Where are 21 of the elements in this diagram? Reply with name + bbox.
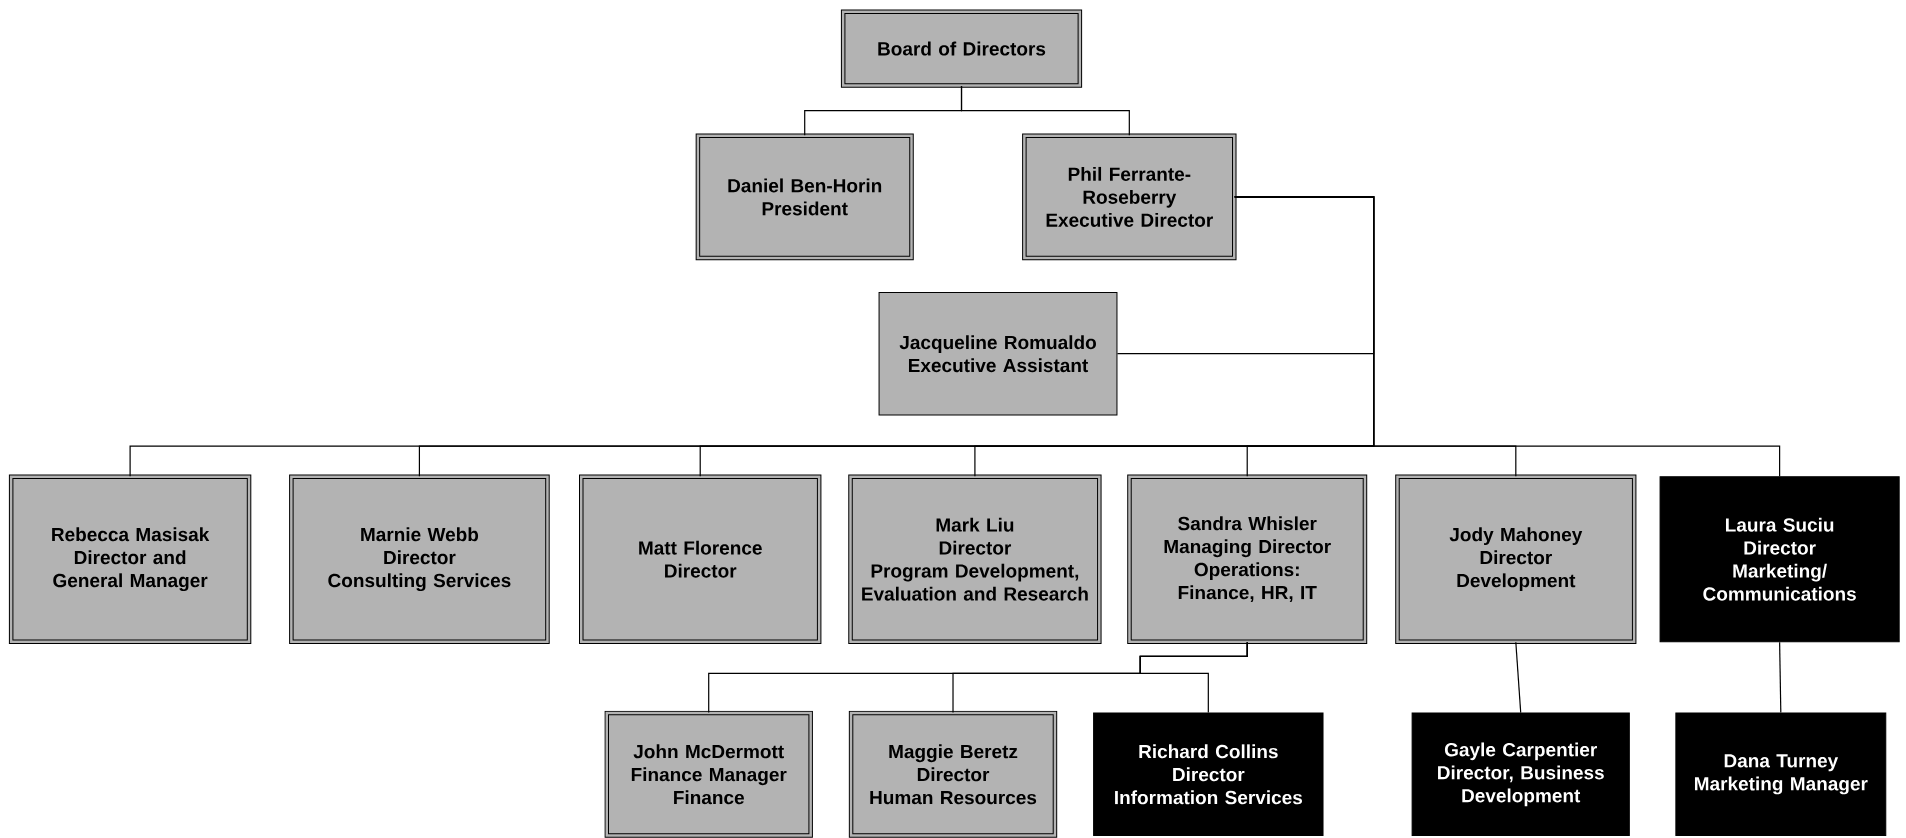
org-box: Maggie Beretz Director Human Resources — [848, 710, 1058, 838]
org-box: John McDermott Finance Manager Finance — [604, 710, 813, 838]
org-box: Richard Collins Director Information Services — [1093, 712, 1324, 836]
org-box: Matt Florence Director — [579, 474, 822, 644]
org-box: Daniel Ben-Horin President — [695, 133, 914, 261]
org-box: Sandra Whisler Managing Director Operations: Finance, HR, IT — [1127, 474, 1368, 644]
org-box: Laura Suciu Director Marketing/ Communications — [1659, 476, 1900, 643]
org-box: Dana Turney Marketing Manager — [1675, 712, 1887, 836]
connector-line — [960, 85, 1130, 136]
connector-line — [1139, 641, 1248, 714]
org-box: Jacqueline Romualdo Executive Assistant — [878, 292, 1118, 416]
connector-line — [1779, 641, 1782, 714]
connector-line — [1234, 196, 1781, 477]
connector-line — [1515, 641, 1522, 714]
org-box: Jody Mahoney Director Development — [1395, 474, 1637, 644]
org-box: Board of Directors — [840, 9, 1083, 88]
org-box: Marnie Webb Director Consulting Services — [289, 474, 550, 644]
org-box: Mark Liu Director Program Development, Evaluation and Research — [848, 474, 1102, 644]
org-box: Phil Ferrante-Roseberry Executive Director — [1022, 133, 1237, 261]
org-box: Gayle Carpentier Director, Business Development — [1411, 712, 1630, 836]
org-box: Rebecca Masisak Director and General Manager — [8, 474, 252, 644]
